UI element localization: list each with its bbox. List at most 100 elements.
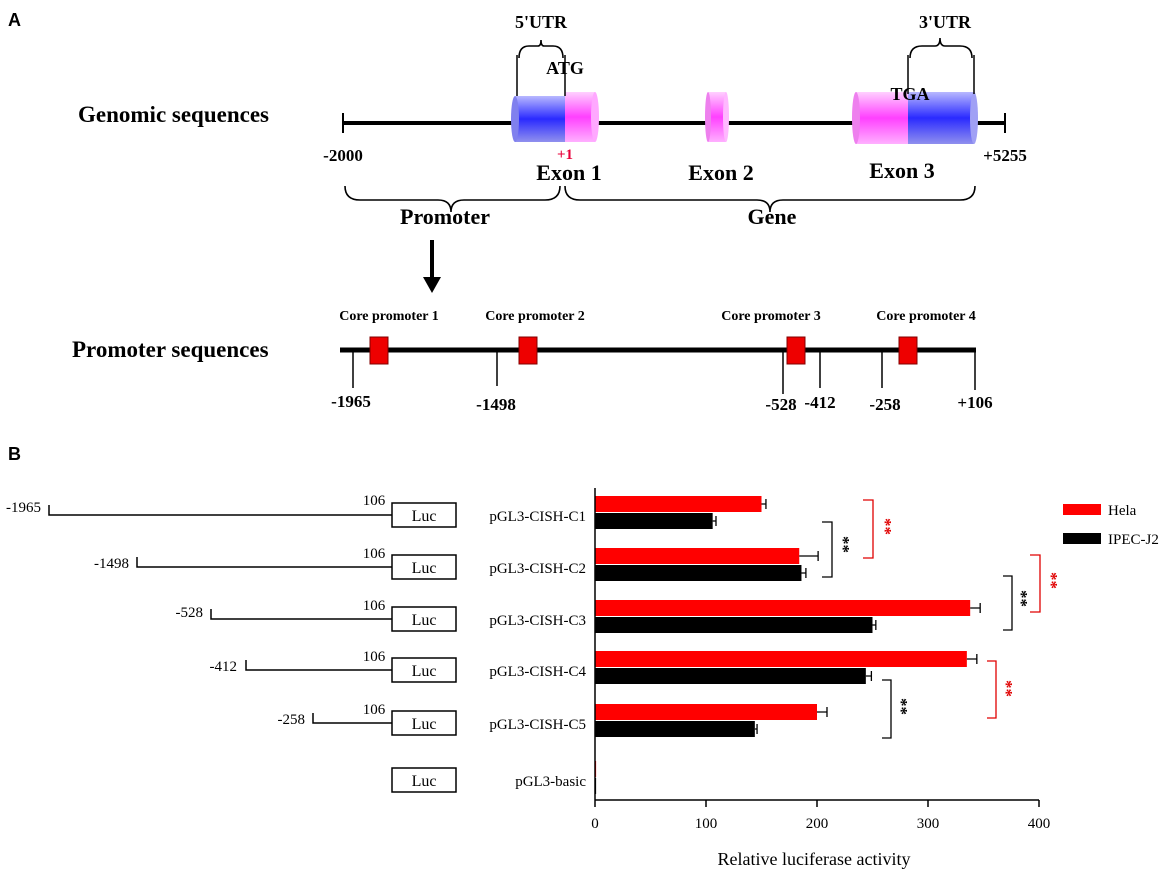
pos-528-label: -528 — [765, 395, 796, 414]
sig-stars-red-c4c5: ** — [997, 680, 1016, 697]
bar-hela-pgl3-cish-c2 — [595, 548, 800, 564]
construct-c5: -258 106 Luc pGL3-CISH-C5 — [278, 702, 586, 736]
bar-hela-pgl3-cish-c5 — [595, 704, 817, 720]
x-tick-label-300: 300 — [917, 816, 940, 832]
sig-bracket-black-c4c5 — [882, 679, 892, 739]
construct-c5-start: -258 — [278, 712, 306, 728]
error-bar-ipec-j2-pgl3-cish-c4 — [865, 671, 873, 681]
error-bar-hela-pgl3-cish-c2 — [799, 551, 819, 561]
error-bar-hela-pgl3-cish-c5 — [817, 707, 828, 717]
construct-c2-name: pGL3-CISH-C2 — [489, 561, 586, 577]
atg-label: ATG — [546, 58, 584, 78]
promoter-brace — [344, 185, 561, 213]
error-bar-ipec-j2-pgl3-cish-c5 — [754, 724, 758, 734]
sig-stars-black-c2c3: ** — [1012, 590, 1031, 607]
sig-bracket-red-c1c2 — [863, 499, 874, 559]
construct-c4-end: 106 — [363, 649, 386, 665]
error-bar-ipec-j2-pgl3-cish-c1 — [712, 516, 717, 526]
construct-c4-start: -412 — [210, 659, 238, 675]
core-promoter-4-label: Core promoter 4 — [876, 309, 976, 324]
sig-bracket-black-c1c2 — [822, 521, 833, 578]
utr3-block — [908, 92, 978, 144]
core-promoter-4-box — [898, 336, 918, 365]
sig-stars-black-c1c2: ** — [834, 536, 853, 553]
error-bar-ipec-j2-pgl3-cish-c2 — [801, 568, 807, 578]
panel-a-label: A — [8, 10, 21, 30]
exon1-coding-block — [565, 92, 599, 142]
exon2-label: Exon 2 — [688, 160, 753, 185]
bar-hela-pgl3-cish-c3 — [595, 600, 971, 616]
x-ticks-group: 0 100 200 300 400 — [591, 800, 1050, 832]
sig-bracket-red-c2c3 — [1030, 554, 1041, 613]
pos-412-label: -412 — [804, 393, 835, 412]
sig-stars-red-c1c2: ** — [876, 518, 895, 535]
construct-c3-end: 106 — [363, 598, 386, 614]
genomic-start-label: -2000 — [323, 146, 363, 165]
construct-basic-name: pGL3-basic — [515, 774, 586, 790]
construct-c2-end: 106 — [363, 546, 386, 562]
construct-c4: -412 106 Luc pGL3-CISH-C4 — [210, 649, 586, 683]
construct-c3: -528 106 Luc pGL3-CISH-C3 — [176, 598, 586, 632]
pos-1965-label: -1965 — [331, 392, 371, 411]
construct-c2-luc-box — [391, 554, 457, 580]
exon3-label: Exon 3 — [869, 158, 934, 183]
x-tick-label-0: 0 — [591, 816, 599, 832]
construct-basic-luc: Luc — [412, 773, 437, 790]
bar-ipec-j2-pgl3-cish-c2 — [595, 565, 802, 581]
bar-chart: 0 100 200 300 400 Relative luciferase activi… — [591, 488, 1050, 869]
plus1-label: +1 — [557, 147, 573, 163]
error-bar-hela-pgl3-cish-c1 — [761, 499, 767, 509]
tga-label: TGA — [890, 84, 929, 104]
x-tick-label-100: 100 — [695, 816, 718, 832]
utr5-brace — [518, 39, 564, 59]
sig-bracket-red-c4c5 — [987, 660, 997, 719]
core-promoter-3-box — [786, 336, 806, 365]
error-bar-ipec-j2-pgl3-cish-c3 — [872, 620, 877, 630]
significance-markers: ** ** ** ** ** ** — [822, 499, 1061, 739]
x-tick-label-200: 200 — [806, 816, 829, 832]
construct-c4-luc: Luc — [412, 663, 437, 680]
down-arrow-head — [423, 277, 441, 293]
genomic-end-label: +5255 — [983, 146, 1027, 165]
construct-c5-luc-box — [391, 710, 457, 736]
construct-c1-luc: Luc — [412, 508, 437, 525]
utr5-block — [511, 96, 565, 142]
construct-c1-end: 106 — [363, 493, 386, 509]
promoter-label: Promoter — [400, 204, 490, 229]
pos-258-label: -258 — [869, 395, 900, 414]
exon3-coding-block — [852, 92, 908, 144]
sig-stars-red-c2c3: ** — [1042, 572, 1061, 589]
construct-c1-name: pGL3-CISH-C1 — [489, 509, 586, 525]
construct-c2: -1498 106 Luc pGL3-CISH-C2 — [94, 546, 586, 580]
genomic-sequences-title: Genomic sequences — [78, 102, 269, 127]
bar-ipec-j2-pgl3-cish-c4 — [595, 668, 866, 684]
construct-c1-luc-box — [391, 502, 457, 528]
error-bar-hela-pgl3-cish-c3 — [970, 603, 981, 613]
x-tick-label-400: 400 — [1028, 816, 1051, 832]
construct-c4-name: pGL3-CISH-C4 — [489, 664, 586, 680]
legend: Hela IPEC-J2 — [1063, 503, 1159, 548]
x-axis-label: Relative luciferase activity — [718, 849, 911, 869]
core-promoter-3-label: Core promoter 3 — [721, 309, 821, 324]
bar-ipec-j2-pgl3-cish-c1 — [595, 513, 713, 529]
construct-c3-name: pGL3-CISH-C3 — [489, 613, 586, 629]
bar-ipec-j2-pgl3-cish-c3 — [595, 617, 873, 633]
panel-b-label: B — [8, 444, 21, 464]
construct-c1-start: -1965 — [6, 500, 41, 516]
legend-swatch-hela — [1063, 504, 1101, 515]
construct-c4-luc-box — [391, 657, 457, 683]
construct-c3-luc-box — [391, 606, 457, 632]
construct-basic: Luc pGL3-basic — [391, 767, 586, 793]
bar-hela-pgl3-cish-c4 — [595, 651, 967, 667]
bar-ipec-j2-pgl3-cish-c5 — [595, 721, 755, 737]
construct-basic-luc-box — [391, 767, 457, 793]
core-promoter-2-label: Core promoter 2 — [485, 309, 585, 324]
error-bar-hela-pgl3-cish-c4 — [966, 654, 978, 664]
core-promoter-1-box — [369, 336, 389, 365]
construct-c3-start: -528 — [176, 605, 204, 621]
utr3-brace — [909, 37, 973, 59]
promoter-sequences-title: Promoter sequences — [72, 337, 269, 362]
exon2-block — [705, 92, 729, 142]
gene-brace — [564, 185, 976, 213]
exon1-label: Exon 1 — [536, 160, 601, 185]
